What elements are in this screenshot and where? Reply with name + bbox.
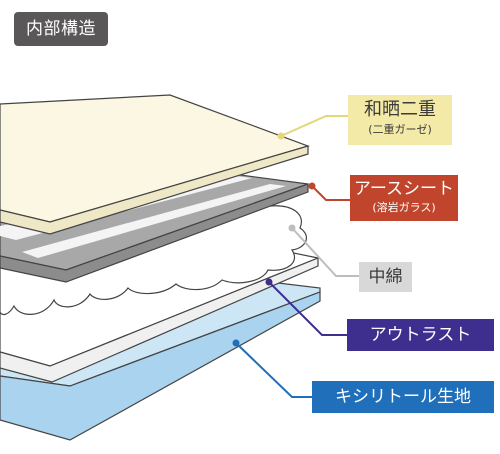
layer-cotton-gauze — [0, 94, 310, 235]
layer-earth-sheet-edge — [0, 183, 309, 283]
page-title: 内部構造 — [14, 12, 108, 46]
callout-batting-label: 中綿 — [368, 267, 403, 287]
callout-outlast-label: アウトラスト — [369, 325, 472, 345]
callout-outlast: アウトラスト — [347, 319, 494, 351]
layer-earth-sheet-stripe-2 — [22, 184, 286, 258]
leader-line-xylitol — [235, 342, 312, 398]
callout-earth-sheet-sublabel: (溶岩ガラス) — [372, 201, 436, 214]
layer-xylitol-edge — [0, 291, 321, 441]
layer-outlast-edge — [0, 257, 319, 383]
callout-xylitol-label: キシリトール生地 — [335, 387, 471, 407]
callout-xylitol: キシリトール生地 — [312, 381, 494, 413]
callout-batting: 中綿 — [359, 262, 412, 292]
leader-dot-cotton-gauze — [277, 132, 285, 140]
callout-cotton-gauze-sublabel: (二重ガーゼ) — [368, 123, 432, 136]
callout-earth-sheet: アースシート (溶岩ガラス) — [350, 175, 458, 221]
callout-earth-sheet-label: アースシート — [353, 179, 455, 199]
layer-cotton-gauze-edge — [0, 145, 309, 235]
leader-dot-xylitol — [232, 339, 240, 347]
leader-line-cotton-gauze — [280, 115, 348, 137]
leader-line-earth-sheet — [311, 185, 350, 201]
layer-earth-sheet — [0, 171, 309, 283]
callout-cotton-gauze: 和晒二重 (二重ガーゼ) — [348, 95, 452, 145]
leader-line-batting — [291, 227, 359, 277]
leader-dot-earth-sheet — [308, 182, 316, 190]
leader-line-outlast — [268, 281, 347, 336]
callout-cotton-gauze-label: 和晒二重 — [364, 99, 436, 120]
leader-dot-outlast — [265, 278, 273, 286]
leader-dot-batting — [288, 224, 296, 232]
